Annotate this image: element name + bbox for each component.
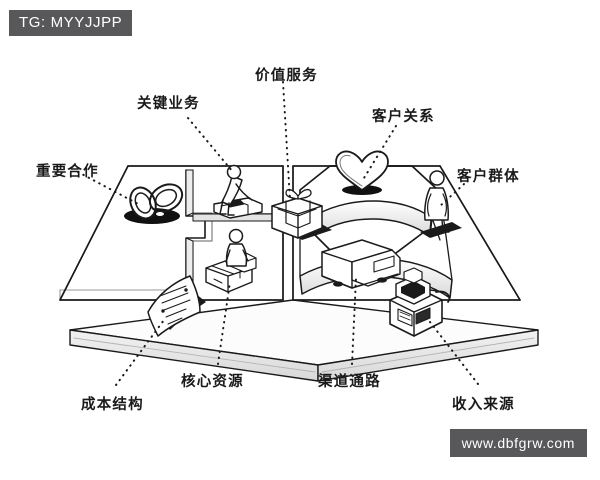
- base-platform: [69, 299, 539, 382]
- label-cost-structure: 成本结构: [81, 397, 144, 413]
- label-customer-segments: 客户群体: [457, 169, 520, 185]
- leader-lines: [77, 81, 479, 386]
- label-customer-relationships: 客户关系: [372, 109, 435, 125]
- document-icon: [147, 275, 206, 337]
- label-value-propositions: 价值服务: [255, 68, 318, 84]
- site-watermark-badge: www.dbfgrw.com: [449, 429, 587, 457]
- person-boxes-icon: [205, 228, 257, 293]
- label-revenue-streams: 收入来源: [452, 397, 515, 413]
- worker-icon: [213, 164, 263, 219]
- person-icon: [420, 170, 462, 238]
- cash-register-icon: [389, 267, 451, 337]
- linked-rings-icon: [124, 183, 184, 224]
- label-key-activities: 关键业务: [137, 96, 200, 112]
- label-channels: 渠道通路: [318, 374, 381, 390]
- heart-icon: [335, 150, 389, 195]
- truck-icon: [321, 239, 401, 289]
- label-key-partners: 重要合作: [36, 164, 99, 180]
- label-key-resources: 核心资源: [181, 374, 244, 390]
- tg-watermark-badge: TG: MYYJJPP: [9, 10, 133, 36]
